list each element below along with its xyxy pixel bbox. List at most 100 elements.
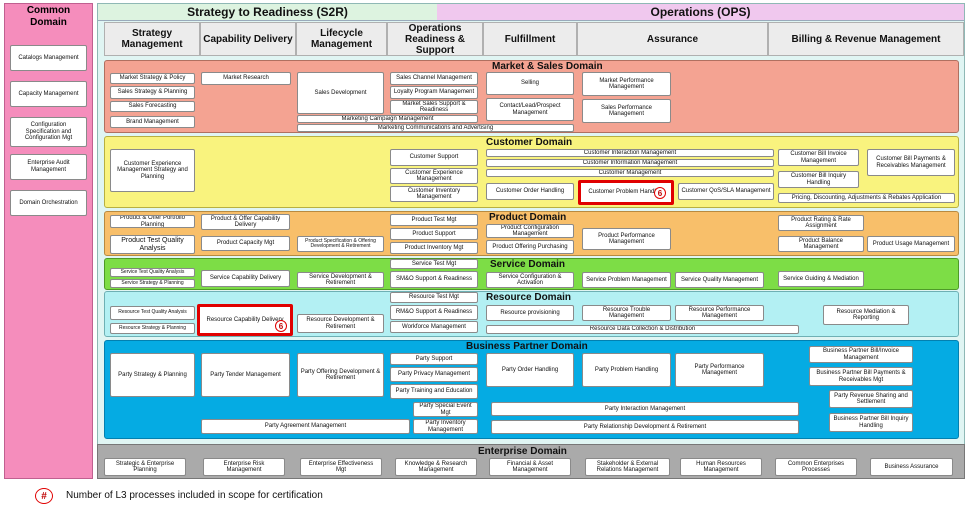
party-special-event-mgt[interactable]: Party Special Event Mgt [413, 402, 478, 417]
product-capacity-mgt[interactable]: Product Capacity Mgt [201, 236, 290, 251]
enterprise-effectiveness-mgt[interactable]: Enterprise Effectiveness Mgt [300, 458, 382, 476]
party-inventory-management[interactable]: Party Inventory Management [413, 419, 478, 434]
brand-management[interactable]: Brand Management [110, 116, 195, 128]
product-offering-purchasing[interactable]: Product Offering Purchasing [486, 240, 574, 254]
resource-trouble-management[interactable]: Resource Trouble Management [582, 305, 671, 321]
service-test-mgt[interactable]: Service Test Mgt [390, 259, 478, 269]
configuration-specification[interactable]: Configuration Specification and Configur… [10, 117, 87, 147]
product-performance-management[interactable]: Product Performance Management [582, 228, 671, 250]
product-rating-rate-assignment[interactable]: Product Rating & Rate Assignment [778, 215, 864, 231]
resource-provisioning[interactable]: Resource provisioning [486, 305, 574, 321]
service-guiding-mediation[interactable]: Service Guiding & Mediation [778, 271, 864, 287]
resource-strategy-planning[interactable]: Resource Strategy & Planning [110, 323, 195, 334]
customer-management[interactable]: Customer Management [486, 169, 774, 177]
resource-capability-badge: 6 [275, 320, 287, 332]
catalogs-management[interactable]: Catalogs Management [10, 45, 87, 71]
party-strategy-planning[interactable]: Party Strategy & Planning [110, 353, 195, 397]
service-quality-management[interactable]: Service Quality Management [675, 272, 764, 288]
pricing-discounting-adjustments[interactable]: Pricing, Discounting, Adjustments & Reba… [778, 193, 955, 203]
workforce-management[interactable]: Workforce Management [390, 321, 478, 333]
customer-bill-invoice-management[interactable]: Customer Bill Invoice Management [778, 149, 859, 166]
party-privacy-management[interactable]: Party Privacy Management [390, 367, 478, 382]
capacity-management[interactable]: Capacity Management [10, 81, 87, 107]
financial-asset-management[interactable]: Financial & Asset Management [489, 458, 571, 476]
loyalty-program-management[interactable]: Loyalty Program Management [390, 86, 478, 99]
party-problem-handling[interactable]: Party Problem Handling [582, 353, 671, 387]
customer-problem-badge: 6 [654, 187, 666, 199]
bp-bill-invoice-management[interactable]: Business Partner Bill/Invoice Management [809, 346, 913, 363]
product-specification-offering[interactable]: Product Specification & Offering Develop… [297, 236, 384, 252]
stakeholder-external-relations[interactable]: Stakeholder & External Relations Managem… [585, 458, 670, 476]
customer-qos-sla-management[interactable]: Customer QoS/SLA Management [678, 183, 774, 200]
customer-experience-management[interactable]: Customer Experience Management [390, 168, 478, 184]
bp-bill-payments-receivables[interactable]: Business Partner Bill Payments & Receiva… [809, 367, 913, 386]
resource-performance-management[interactable]: Resource Performance Management [675, 305, 764, 321]
service-test-quality-analysis[interactable]: Service Test Quality Analysis [110, 268, 195, 277]
sales-channel-management[interactable]: Sales Channel Management [390, 72, 478, 85]
resource-test-mgt[interactable]: Resource Test Mgt [390, 292, 478, 303]
party-training-education[interactable]: Party Training and Education [390, 384, 478, 399]
customer-support[interactable]: Customer Support [390, 149, 478, 166]
party-performance-management[interactable]: Party Performance Management [675, 353, 764, 387]
product-test-quality-analysis[interactable]: Product Test Quality Analysis [110, 235, 195, 254]
market-research[interactable]: Market Research [201, 72, 291, 85]
enterprise-audit-management[interactable]: Enterprise Audit Management [10, 154, 87, 180]
enterprise-risk-management[interactable]: Enterprise Risk Management [203, 458, 285, 476]
service-strategy-planning[interactable]: Service Strategy & Planning [110, 279, 195, 288]
market-strategy-policy[interactable]: Market Strategy & Policy [110, 73, 195, 84]
ops-header [437, 4, 964, 21]
product-inventory-mgt[interactable]: Product Inventory Mgt [390, 242, 478, 254]
service-problem-management[interactable]: Service Problem Management [582, 272, 671, 288]
strategic-enterprise-planning[interactable]: Strategic & Enterprise Planning [104, 458, 186, 476]
party-relationship-development[interactable]: Party Relationship Development & Retirem… [491, 420, 799, 434]
customer-bill-inquiry-handling[interactable]: Customer Bill Inquiry Handling [778, 171, 859, 188]
market-performance-management[interactable]: Market Performance Management [582, 72, 671, 96]
business-assurance[interactable]: Business Assurance [870, 458, 953, 476]
rmo-support-readiness[interactable]: RM&O Support & Readiness [390, 305, 478, 320]
resource-mediation-reporting[interactable]: Resource Mediation & Reporting [823, 305, 909, 325]
sales-forecasting[interactable]: Sales Forecasting [110, 101, 195, 112]
domain-orchestration[interactable]: Domain Orchestration [10, 190, 87, 216]
sales-strategy-planning[interactable]: Sales Strategy & Planning [110, 86, 195, 99]
product-usage-management[interactable]: Product Usage Management [867, 236, 955, 252]
human-resources-management[interactable]: Human Resources Management [680, 458, 762, 476]
resource-development-retirement[interactable]: Resource Development & Retirement [297, 314, 384, 333]
service-development-retirement[interactable]: Service Development & Retirement [297, 272, 384, 288]
common-enterprises-processes[interactable]: Common Enterprises Processes [775, 458, 857, 476]
legend-text: Number of L3 processes included in scope… [66, 490, 323, 501]
party-revenue-sharing[interactable]: Party Revenue Sharing and Settlement [829, 390, 913, 408]
customer-information-management[interactable]: Customer Information Management [486, 159, 774, 167]
resource-data-collection[interactable]: Resource Data Collection & Distribution [486, 325, 799, 334]
customer-inventory-management[interactable]: Customer Inventory Management [390, 186, 478, 202]
customer-interaction-management[interactable]: Customer Interaction Management [486, 149, 774, 157]
customer-order-handling[interactable]: Customer Order Handling [486, 183, 574, 200]
bp-bill-inquiry-handling[interactable]: Business Partner Bill Inquiry Handling [829, 413, 913, 432]
marketing-campaign-management[interactable]: Marketing Campaign Management [297, 115, 478, 123]
service-capability-delivery[interactable]: Service Capability Delivery [201, 270, 290, 287]
customer-experience-strategy[interactable]: Customer Experience Management Strategy … [110, 149, 195, 192]
service-configuration-activation[interactable]: Service Configuration & Activation [486, 272, 574, 288]
party-order-handling[interactable]: Party Order Handling [486, 353, 574, 387]
knowledge-research-management[interactable]: Knowledge & Research Management [395, 458, 477, 476]
product-offer-capability-delivery[interactable]: Product & Offer Capability Delivery [201, 214, 290, 230]
product-balance-management[interactable]: Product Balance Management [778, 236, 864, 252]
resource-test-quality-analysis[interactable]: Resource Test Quality Analysis [110, 306, 195, 320]
partner-title: Business Partner Domain [466, 341, 588, 352]
party-offering-development[interactable]: Party Offering Development & Retirement [297, 353, 384, 397]
market-sales-support-readiness[interactable]: Market Sales Support & Readiness [390, 100, 478, 114]
party-agreement-management[interactable]: Party Agreement Management [201, 419, 410, 434]
customer-bill-payments-receivables[interactable]: Customer Bill Payments & Receivables Man… [867, 149, 955, 176]
product-test-mgt[interactable]: Product Test Mgt [390, 214, 478, 226]
party-interaction-management[interactable]: Party Interaction Management [491, 402, 799, 416]
sales-development[interactable]: Sales Development [297, 72, 384, 114]
marketing-communications[interactable]: Marketing Communications and Advertising [297, 124, 574, 132]
selling[interactable]: Selling [486, 72, 574, 95]
party-support[interactable]: Party Support [390, 353, 478, 365]
smo-support-readiness[interactable]: SM&O Support & Readiness [390, 271, 478, 288]
sales-performance-management[interactable]: Sales Performance Management [582, 99, 671, 123]
product-configuration-management[interactable]: Product Configuration Management [486, 224, 574, 238]
product-support[interactable]: Product Support [390, 228, 478, 240]
party-tender-management[interactable]: Party Tender Management [201, 353, 290, 397]
product-offer-portfolio-planning[interactable]: Product & Offer Portfolio Planning [110, 215, 195, 228]
contact-lead-prospect-management[interactable]: Contact/Lead/Prospect Management [486, 98, 574, 121]
